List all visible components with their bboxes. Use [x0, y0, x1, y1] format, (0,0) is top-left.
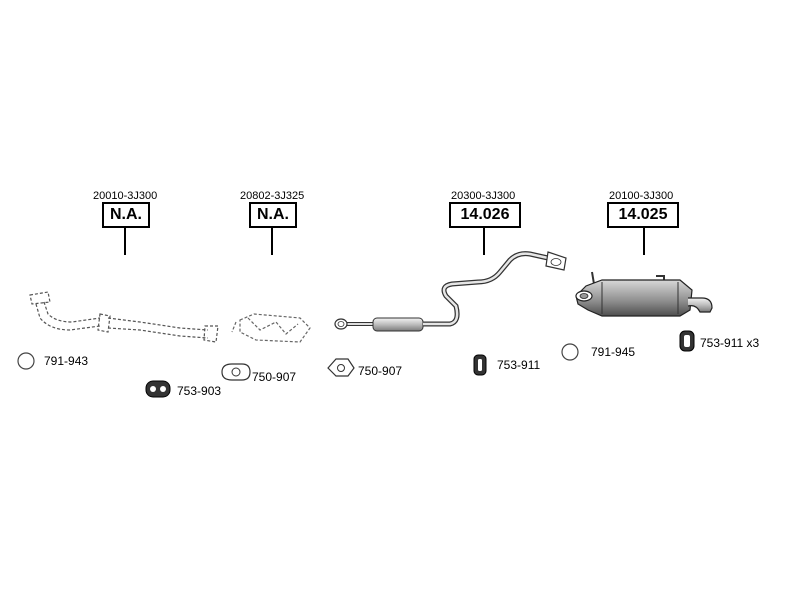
accessory-label-flange-gasket: 750-907: [358, 364, 403, 378]
leader-line-front-pipe: [124, 228, 126, 255]
oem-number-middle-silencer: 20300-3J300: [451, 190, 516, 202]
oem-number-rear-silencer: 20100-3J300: [609, 190, 674, 202]
leader-line-catalytic-converter: [271, 228, 273, 255]
part-ref-box-front-pipe[interactable]: N.A.: [102, 202, 150, 228]
leader-line-middle-silencer: [483, 228, 485, 255]
catalytic-converter-drawing[interactable]: [231, 313, 311, 343]
accessory-label-hanger: 753-911 x3: [700, 336, 760, 350]
gasket-ring-icon[interactable]: [561, 343, 579, 361]
accessory-label-gasket: 791-945: [591, 345, 636, 359]
gasket-ring-icon[interactable]: [17, 352, 35, 370]
part-ref-box-middle-silencer[interactable]: 14.026: [449, 202, 521, 228]
middle-pipe-drawing[interactable]: [334, 251, 567, 332]
rubber-hanger-icon[interactable]: [679, 330, 695, 352]
oem-number-front-pipe: 20010-3J300: [93, 190, 158, 202]
rubber-hanger-icon[interactable]: [473, 354, 487, 376]
leader-line-rear-silencer: [643, 228, 645, 255]
part-ref-box-rear-silencer[interactable]: 14.025: [607, 202, 679, 228]
part-ref-box-catalytic-converter[interactable]: N.A.: [249, 202, 297, 228]
rubber-mount-icon[interactable]: [145, 380, 171, 398]
accessory-label-gasket: 791-943: [44, 354, 89, 368]
accessory-label-rubber-mount: 753-903: [177, 384, 222, 398]
rear-silencer-drawing[interactable]: [575, 271, 713, 317]
accessory-label-hanger: 753-911: [497, 358, 541, 372]
front-pipe-drawing[interactable]: [29, 291, 219, 343]
flange-gasket-icon[interactable]: [327, 358, 355, 377]
flange-gasket-icon[interactable]: [221, 363, 251, 381]
oem-number-catalytic-converter: 20802-3J325: [240, 190, 305, 202]
accessory-label-flange-gasket: 750-907: [252, 370, 297, 384]
